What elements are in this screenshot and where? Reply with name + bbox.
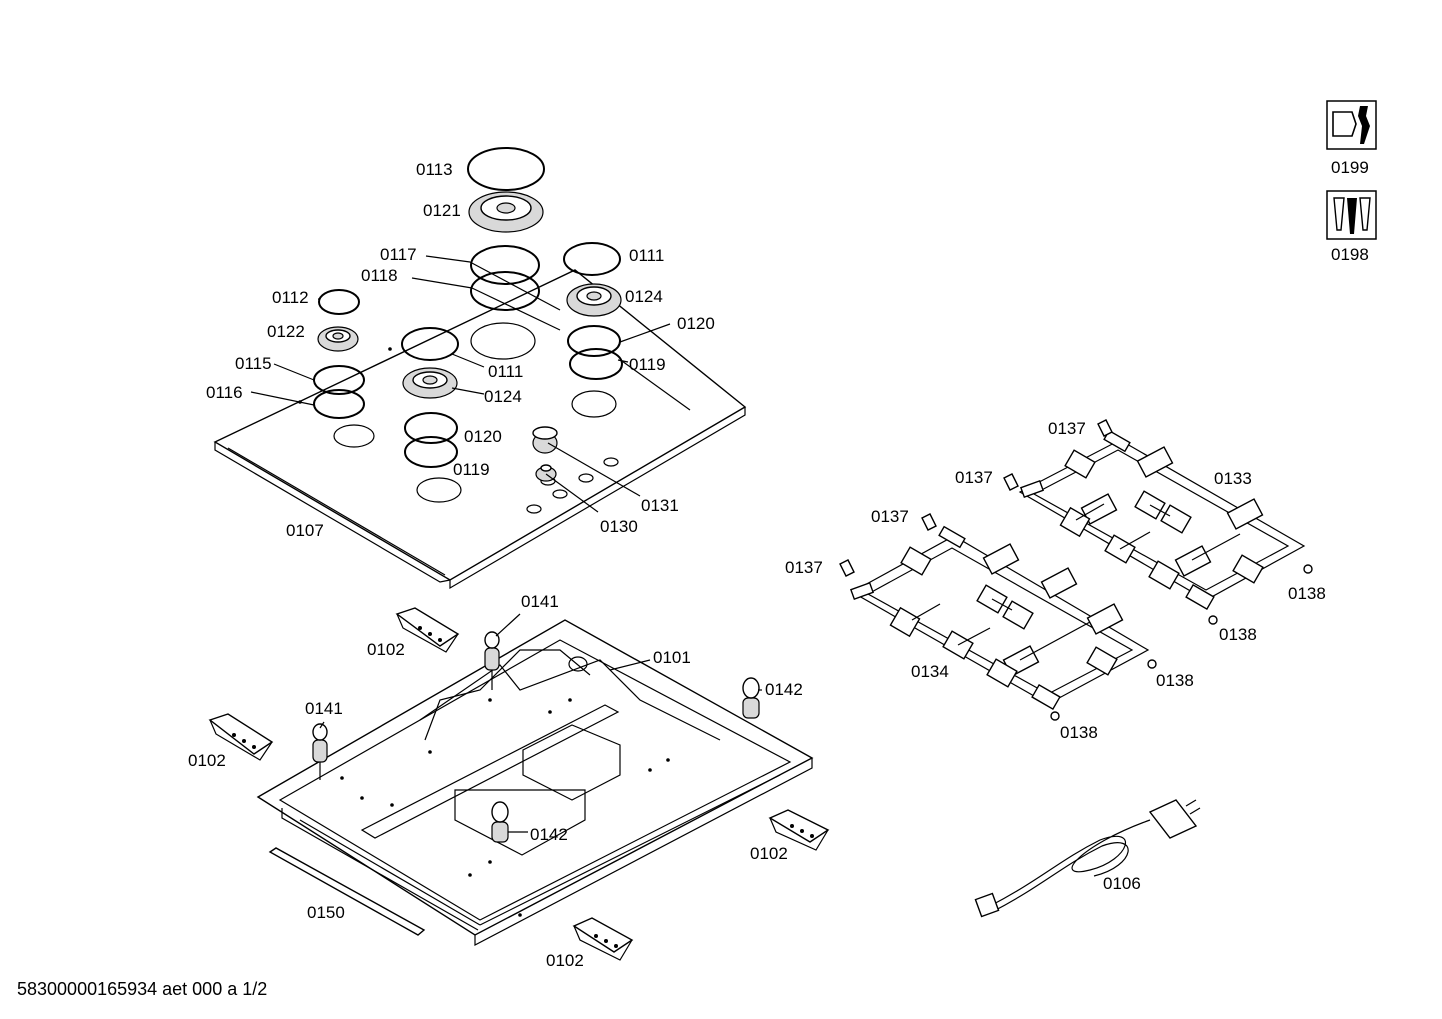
burner-crown-medium-center xyxy=(402,367,458,399)
callout-0112: 0112 xyxy=(272,288,309,307)
burner-crown-small xyxy=(317,326,359,352)
power-cord xyxy=(974,799,1201,918)
clip-0137-a xyxy=(1097,419,1113,437)
callout-0141-top: 0141 xyxy=(521,592,559,611)
callout-0111-center: 0111 xyxy=(488,362,523,381)
callout-0102-left: 0102 xyxy=(188,751,226,770)
callout-0106: 0106 xyxy=(1103,874,1141,893)
callout-0120-center: 0120 xyxy=(464,427,502,446)
callout-0150: 0150 xyxy=(307,903,345,922)
seal-rings-large xyxy=(470,245,540,311)
clip-0137-c xyxy=(921,513,937,531)
rubber-foot-a xyxy=(1303,564,1313,574)
callout-0102-bottom: 0102 xyxy=(546,951,584,970)
burner-crown-large xyxy=(468,191,544,233)
callout-0142-right: 0142 xyxy=(765,680,803,699)
control-knob xyxy=(532,426,558,454)
callout-0116: 0116 xyxy=(206,383,243,402)
callout-0137-a: 0137 xyxy=(1048,419,1086,438)
callout-0111-right: 0111 xyxy=(629,246,664,265)
seal-strip xyxy=(268,847,426,936)
callout-0137-b: 0137 xyxy=(955,468,993,487)
burner-cap-medium-right xyxy=(563,242,621,276)
callout-0138-a: 0138 xyxy=(1288,584,1326,603)
clip-0137-b xyxy=(1003,473,1019,491)
callout-0198: 0198 xyxy=(1331,245,1369,264)
callout-0119-right: 0119 xyxy=(629,355,666,374)
clip-0137-d xyxy=(839,559,855,577)
callout-0199: 0199 xyxy=(1331,158,1369,177)
wrench-spanner-icon xyxy=(1326,100,1377,150)
seal-rings-center xyxy=(404,412,458,468)
support-foot-0141-left xyxy=(312,723,328,780)
callout-0130: 0130 xyxy=(600,517,638,536)
callout-labels: 0113 0121 0117 0118 0111 0124 0120 0119 … xyxy=(188,158,1369,970)
fixing-clamp-top xyxy=(395,607,460,653)
rubber-foot-d xyxy=(1050,711,1060,721)
support-foot-0142-right xyxy=(742,677,760,719)
pan-support-0133 xyxy=(1018,429,1306,611)
support-foot-0142-center xyxy=(491,801,509,843)
fixing-clamp-bottom xyxy=(572,917,634,961)
base-tray xyxy=(256,619,814,946)
burner-cap-small xyxy=(318,289,360,315)
document-footer: 58300000165934 aet 000 a 1/2 xyxy=(17,979,268,999)
callout-0115: 0115 xyxy=(235,354,272,373)
callout-0124-right: 0124 xyxy=(625,287,663,306)
burner-cap-medium-center xyxy=(401,327,459,361)
rubber-foot-c xyxy=(1147,659,1157,669)
callout-0138-d: 0138 xyxy=(1060,723,1098,742)
callout-0137-c: 0137 xyxy=(871,507,909,526)
fixing-clamp-right xyxy=(768,809,830,851)
callout-0142-center: 0142 xyxy=(530,825,568,844)
rubber-foot-b xyxy=(1208,615,1218,625)
callout-0141-left: 0141 xyxy=(305,699,343,718)
callout-0102-top: 0102 xyxy=(367,640,405,659)
callout-0138-c: 0138 xyxy=(1156,671,1194,690)
callout-0117: 0117 xyxy=(380,245,417,264)
callout-0138-b: 0138 xyxy=(1219,625,1257,644)
fixing-clamp-left xyxy=(208,713,274,761)
burner-cap-large xyxy=(467,147,545,191)
pan-support-0134 xyxy=(849,525,1150,711)
seal-rings-right xyxy=(567,325,623,380)
support-foot-0141-top xyxy=(484,631,500,690)
callout-0121: 0121 xyxy=(423,201,461,220)
callout-0131: 0131 xyxy=(641,496,679,515)
callout-0119-center: 0119 xyxy=(453,460,490,479)
hob-top-plate xyxy=(213,269,747,590)
callout-0120-right: 0120 xyxy=(677,314,715,333)
callout-0137-d: 0137 xyxy=(785,558,823,577)
callout-0107: 0107 xyxy=(286,521,324,540)
callout-0118: 0118 xyxy=(361,266,398,285)
callout-0102-right: 0102 xyxy=(750,844,788,863)
callout-0124-center: 0124 xyxy=(484,387,522,406)
burner-crown-medium-right xyxy=(566,283,622,317)
callout-0134: 0134 xyxy=(911,662,949,681)
leader-lines-top xyxy=(250,255,691,513)
callout-0113: 0113 xyxy=(416,160,453,179)
callout-0101: 0101 xyxy=(653,648,691,667)
screws-icon xyxy=(1326,190,1377,240)
callout-0133: 0133 xyxy=(1214,469,1252,488)
callout-0122: 0122 xyxy=(267,322,305,341)
leader-lines-base xyxy=(319,613,762,833)
